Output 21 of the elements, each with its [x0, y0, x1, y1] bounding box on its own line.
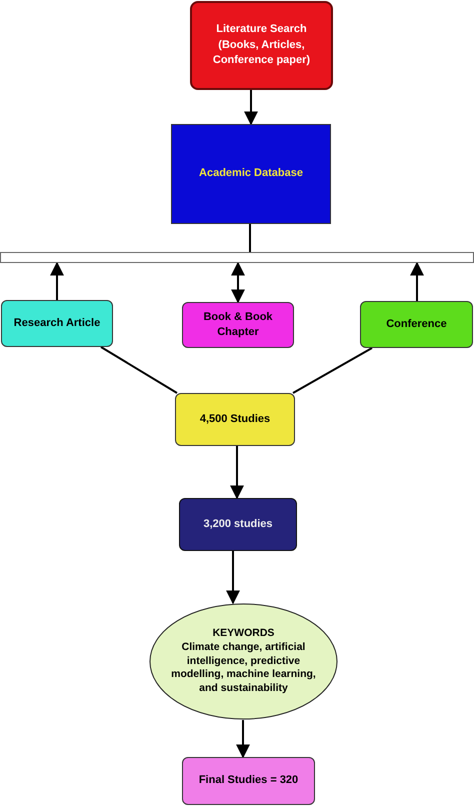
process-box: Book & Book Chapter: [182, 302, 294, 348]
arrow: [50, 262, 64, 300]
connector-line: [249, 224, 251, 252]
connector-line: [100, 346, 178, 394]
arrow: [410, 262, 424, 301]
bar: [0, 252, 474, 263]
process-box: Academic Database: [171, 124, 331, 224]
arrow: [230, 446, 244, 500]
ellipse-text: Climate change, artificial intelligence, predictive modelling, machine learning, and sustainability: [170, 641, 317, 696]
connector-line: [292, 347, 372, 394]
arrow: [244, 90, 258, 126]
process-box: Final Studies = 320: [182, 757, 315, 805]
ellipse-heading: KEYWORDS: [212, 627, 274, 642]
process-box: Literature Search (Books, Articles, Conference paper): [190, 1, 333, 90]
process-box: Research Article: [1, 300, 113, 347]
arrow: [236, 720, 250, 758]
process-box: 3,200 studies: [179, 498, 297, 551]
arrow: [231, 262, 245, 304]
arrow: [226, 551, 240, 604]
process-box: Conference: [360, 301, 473, 348]
process-box: 4,500 Studies: [175, 393, 295, 446]
